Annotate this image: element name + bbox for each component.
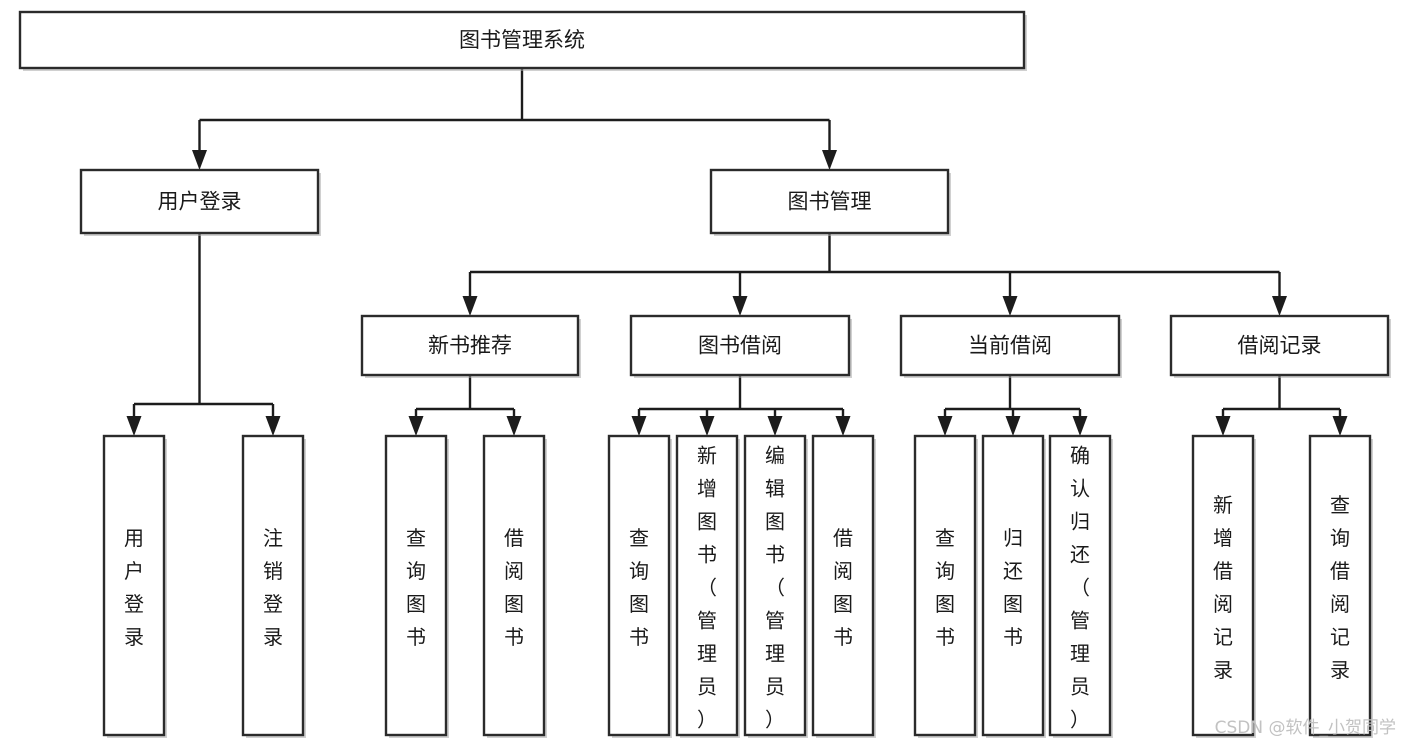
node-box-leaf-add-book[interactable] (675, 434, 739, 737)
node-box-leaf-add-record[interactable] (1191, 434, 1255, 737)
edges-layer (126, 68, 1348, 436)
csdn-watermark: CSDN @软件_小贺同学 (1215, 718, 1396, 738)
node-box-book-borrow[interactable] (629, 314, 851, 377)
node-label-leaf-query-book-borrow: 查询图书 (629, 526, 649, 649)
arrowhead-borrow-record (1272, 296, 1287, 316)
node-new-book-recommend[interactable]: 新书推荐 (360, 314, 581, 378)
node-box-leaf-user-login[interactable] (102, 434, 166, 737)
node-box-book-manage[interactable] (709, 168, 950, 235)
arrowhead-leaf-add-record (1215, 416, 1231, 436)
arrowhead-leaf-query-record (1332, 416, 1348, 436)
node-box-leaf-query-book-current[interactable] (913, 434, 977, 737)
node-box-borrow-record[interactable] (1169, 314, 1390, 377)
arrowhead-leaf-user-login (126, 416, 142, 436)
node-label-leaf-borrow-book-rec: 借阅图书 (504, 526, 524, 649)
node-label-leaf-user-login: 用户登录 (124, 526, 144, 649)
node-label-leaf-query-book-current: 查询图书 (935, 526, 955, 649)
arrowhead-user-login (192, 150, 207, 170)
node-leaf-edit-book[interactable]: 编辑图书（管理员） (743, 434, 808, 738)
node-user-login[interactable]: 用户登录 (79, 168, 321, 236)
node-label-leaf-add-book: 新增图书（管理员） (697, 444, 717, 732)
node-box-leaf-return-book[interactable] (981, 434, 1045, 737)
node-box-leaf-edit-book[interactable] (743, 434, 807, 737)
node-box-new-book-recommend[interactable] (360, 314, 580, 377)
arrowhead-leaf-query-book-current (937, 416, 953, 436)
node-book-manage[interactable]: 图书管理 (709, 168, 951, 236)
node-box-current-borrow[interactable] (899, 314, 1121, 377)
node-leaf-query-book-current[interactable]: 查询图书 (913, 434, 978, 738)
node-label-leaf-edit-book: 编辑图书（管理员） (765, 444, 785, 732)
node-label-leaf-query-record: 查询借阅记录 (1330, 493, 1350, 682)
node-leaf-add-record[interactable]: 新增借阅记录 (1191, 434, 1256, 738)
node-box-leaf-query-book-rec[interactable] (384, 434, 448, 737)
node-box-leaf-query-record[interactable] (1308, 434, 1372, 737)
node-label-book-manage: 图书管理 (788, 190, 872, 214)
node-leaf-borrow-book[interactable]: 借阅图书 (811, 434, 876, 738)
arrowhead-leaf-borrow-book-rec (506, 416, 522, 436)
node-leaf-user-login[interactable]: 用户登录 (102, 434, 167, 738)
arrowhead-leaf-borrow-book (835, 416, 851, 436)
arrowhead-leaf-logout-login (265, 416, 281, 436)
node-label-leaf-query-book-rec: 查询图书 (406, 526, 426, 649)
arrowhead-new-book-recommend (462, 296, 478, 316)
node-borrow-record[interactable]: 借阅记录 (1169, 314, 1391, 378)
node-leaf-query-book-borrow[interactable]: 查询图书 (607, 434, 672, 738)
arrowhead-leaf-return-book (1005, 416, 1021, 436)
node-leaf-borrow-book-rec[interactable]: 借阅图书 (482, 434, 547, 738)
node-label-root: 图书管理系统 (459, 28, 585, 52)
node-box-root[interactable] (18, 10, 1026, 70)
node-box-leaf-borrow-book[interactable] (811, 434, 875, 737)
arrowhead-leaf-query-book-rec (408, 416, 424, 436)
nodes-layer: 图书管理系统用户登录图书管理新书推荐图书借阅当前借阅借阅记录用户登录注销登录查询… (18, 10, 1391, 738)
arrowhead-leaf-query-book-borrow (631, 416, 647, 436)
arrowhead-current-borrow (1002, 296, 1018, 316)
arrowhead-leaf-add-book (699, 416, 715, 436)
node-label-leaf-confirm-return: 确认归还（管理员） (1070, 444, 1090, 732)
node-label-leaf-add-record: 新增借阅记录 (1213, 493, 1233, 682)
node-label-leaf-borrow-book: 借阅图书 (833, 526, 853, 649)
node-root[interactable]: 图书管理系统 (18, 10, 1027, 71)
node-label-new-book-recommend: 新书推荐 (428, 334, 512, 358)
node-label-borrow-record: 借阅记录 (1238, 334, 1322, 358)
arrowhead-leaf-confirm-return (1072, 416, 1088, 436)
node-leaf-confirm-return[interactable]: 确认归还（管理员） (1048, 434, 1113, 738)
node-leaf-return-book[interactable]: 归还图书 (981, 434, 1046, 738)
node-leaf-add-book[interactable]: 新增图书（管理员） (675, 434, 740, 738)
node-label-leaf-return-book: 归还图书 (1003, 526, 1023, 649)
arrowhead-book-borrow (732, 296, 748, 316)
node-leaf-logout-login[interactable]: 注销登录 (241, 434, 306, 738)
arrowhead-book-manage (822, 150, 837, 170)
node-label-user-login: 用户登录 (158, 190, 242, 214)
node-box-leaf-borrow-book-rec[interactable] (482, 434, 546, 737)
node-box-leaf-logout-login[interactable] (241, 434, 305, 737)
node-leaf-query-record[interactable]: 查询借阅记录 (1308, 434, 1373, 738)
node-current-borrow[interactable]: 当前借阅 (899, 314, 1122, 378)
node-book-borrow[interactable]: 图书借阅 (629, 314, 852, 378)
node-box-user-login[interactable] (79, 168, 320, 235)
node-label-leaf-logout-login: 注销登录 (263, 526, 283, 649)
node-leaf-query-book-rec[interactable]: 查询图书 (384, 434, 449, 738)
node-label-book-borrow: 图书借阅 (698, 334, 782, 358)
node-box-leaf-confirm-return[interactable] (1048, 434, 1112, 737)
node-label-current-borrow: 当前借阅 (968, 334, 1052, 358)
node-box-leaf-query-book-borrow[interactable] (607, 434, 671, 737)
arrowhead-leaf-edit-book (767, 416, 783, 436)
